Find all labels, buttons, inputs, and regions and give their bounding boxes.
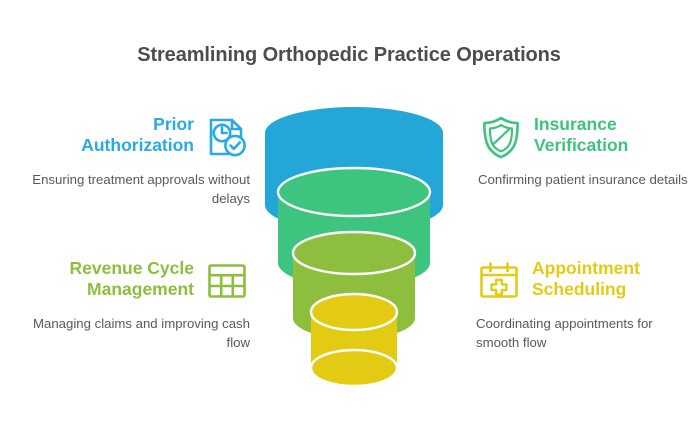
funnel-stage-4 — [309, 292, 399, 388]
heading-line-1: Appointment — [532, 258, 640, 278]
block-description: Coordinating appointments for smooth flo… — [476, 316, 653, 350]
block-header: Insurance Verification — [478, 114, 693, 160]
block-heading: Insurance Verification — [534, 114, 628, 157]
heading-line-1: Insurance — [534, 114, 617, 134]
block-prior-authorization: Prior Authorization Ensuring treatment a… — [18, 114, 250, 208]
block-heading: Revenue Cycle Management — [69, 258, 194, 301]
block-appointment-scheduling: Appointment Scheduling Coordinating appo… — [476, 258, 694, 352]
heading-line-2: Scheduling — [532, 279, 627, 300]
block-heading: Prior Authorization — [81, 114, 194, 157]
block-description: Confirming patient insurance details — [478, 172, 688, 187]
heading-line-2: Management — [87, 279, 194, 300]
block-header: Prior Authorization — [18, 114, 250, 160]
heading-line-2: Verification — [534, 135, 629, 156]
heading-line-1: Prior — [153, 114, 194, 134]
block-description: Managing claims and improving cash flow — [33, 316, 250, 350]
calendar-medical-cross-icon — [476, 258, 522, 304]
block-description: Ensuring treatment approvals without del… — [32, 172, 250, 206]
page-title: Streamlining Orthopedic Practice Operati… — [137, 44, 561, 66]
funnel-diagram — [249, 100, 459, 410]
table-grid-icon — [204, 258, 250, 304]
block-header: Revenue Cycle Management — [12, 258, 250, 304]
shield-icon — [478, 114, 524, 160]
heading-line-2: Authorization — [81, 135, 194, 156]
block-header: Appointment Scheduling — [476, 258, 694, 304]
heading-line-1: Revenue Cycle — [69, 258, 194, 278]
block-insurance-verification: Insurance Verification Confirming patien… — [478, 114, 693, 190]
document-clock-check-icon — [204, 114, 250, 160]
block-heading: Appointment Scheduling — [532, 258, 640, 301]
block-revenue-cycle-management: Revenue Cycle Management Managing claims… — [12, 258, 250, 352]
